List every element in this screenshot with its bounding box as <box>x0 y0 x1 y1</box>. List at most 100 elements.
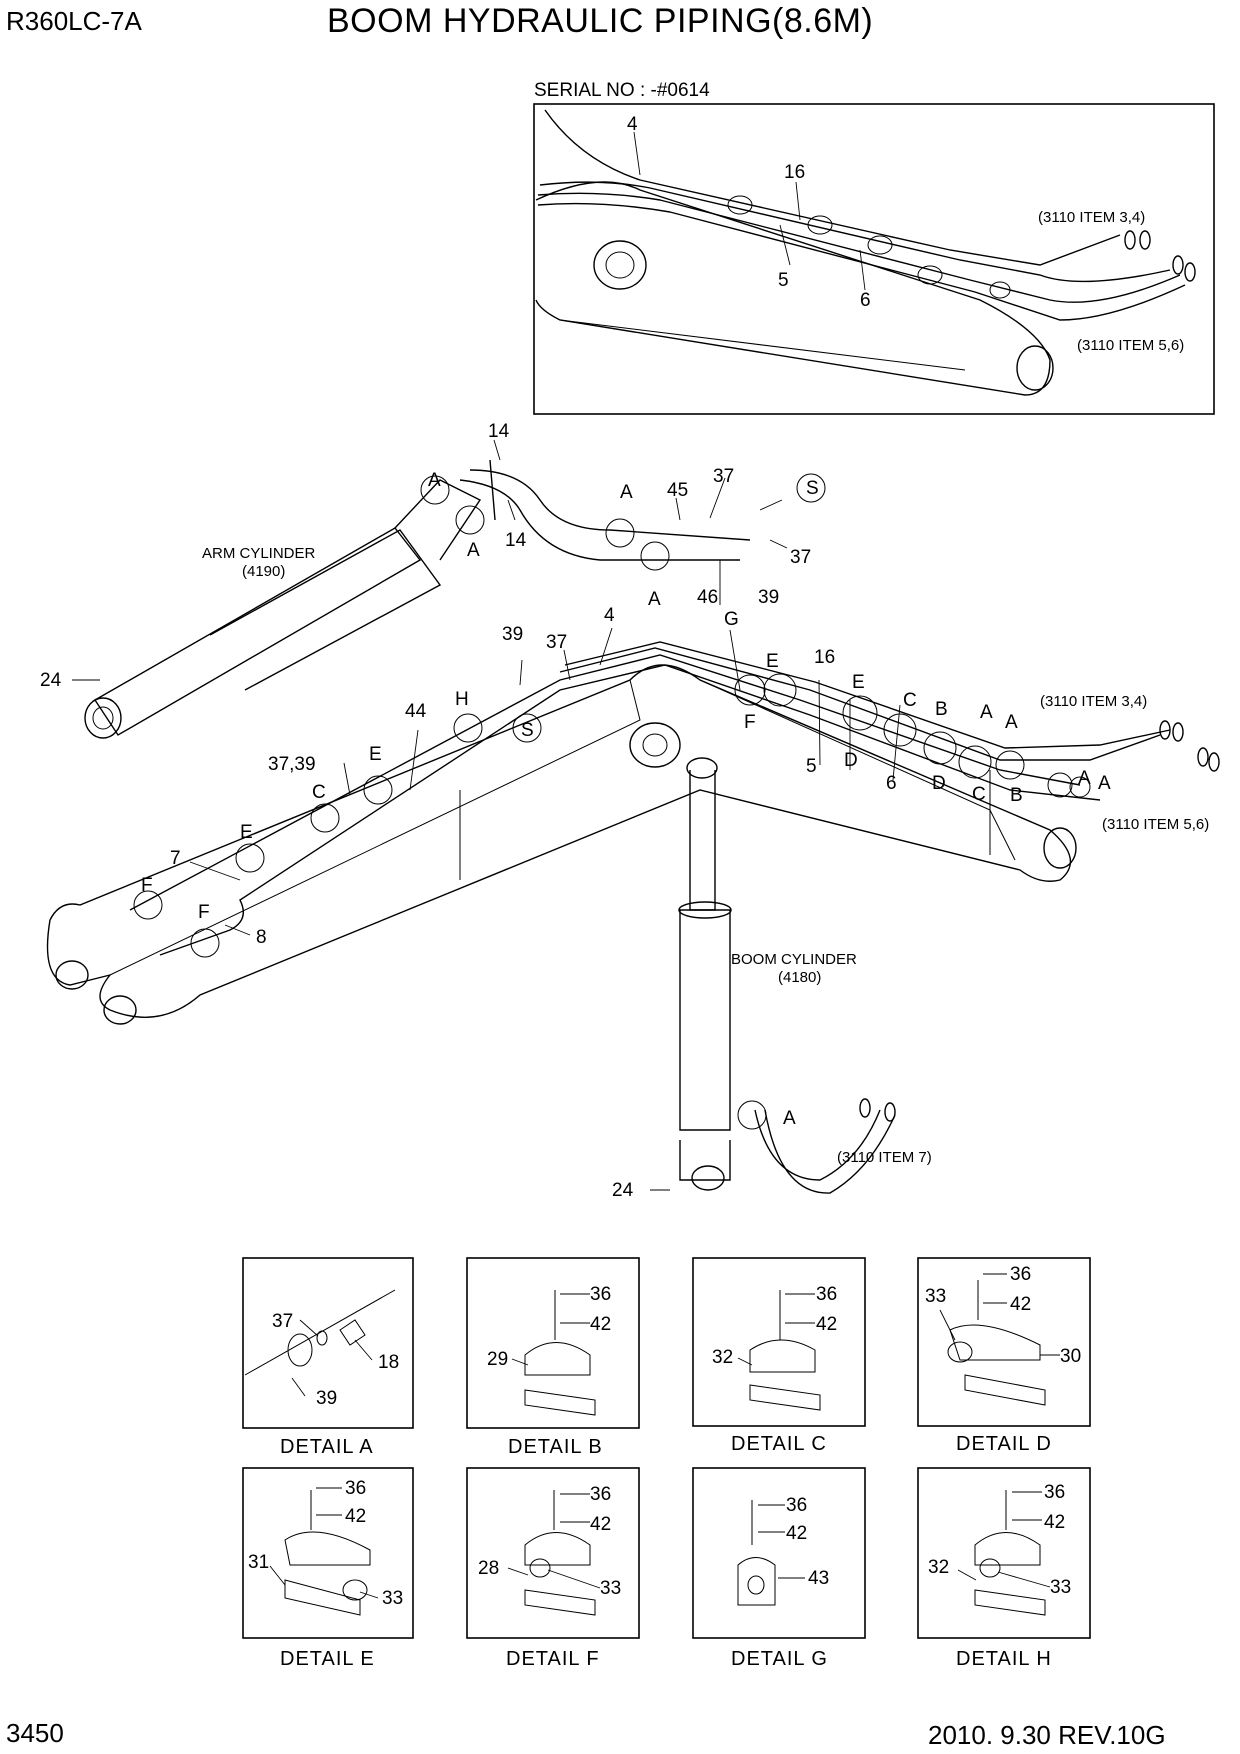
callout-5: 5 <box>806 756 817 777</box>
detail-e-part-31: 31 <box>248 1552 269 1573</box>
callout-d-1: D <box>844 750 858 771</box>
callout-a-8: A <box>1098 773 1111 794</box>
detail-e-part-36: 36 <box>345 1478 366 1499</box>
main-leaders <box>72 439 901 1191</box>
callout-s-2: S <box>521 720 534 741</box>
inset-clamps <box>727 195 1011 299</box>
callout-f-3: F <box>198 902 210 923</box>
detail-d-part-33: 33 <box>925 1286 946 1307</box>
detail-f-part-36: 36 <box>590 1484 611 1505</box>
callout-14-top: 14 <box>488 421 510 442</box>
inset-end-fittings <box>1124 230 1196 282</box>
main-assembly: 14 14 A A A 45 37 S 37 A 46 39 ARM CYLIN… <box>40 421 1220 1201</box>
boom-nose-boss <box>1043 827 1077 869</box>
detail-markers <box>133 473 1091 1130</box>
detail-e-part-42: 42 <box>345 1506 366 1527</box>
callout-37-a: 37 <box>713 466 734 487</box>
detail-g-caption: DETAIL G <box>731 1648 828 1670</box>
inset-ref-item-5-6: (3110 ITEM 5,6) <box>1077 337 1184 354</box>
callout-45: 45 <box>667 480 688 501</box>
boom-cylinder <box>678 757 896 1194</box>
revision-date: 2010. 9.30 REV.10G <box>928 1720 1166 1750</box>
callout-e-1: E <box>766 651 779 672</box>
detail-g: 36 42 43 DETAIL G <box>692 1467 866 1670</box>
inset-callout-4: 4 <box>627 114 638 135</box>
callout-44: 44 <box>405 701 427 722</box>
callout-24-a: 24 <box>40 670 62 691</box>
callout-a-5: A <box>980 702 993 723</box>
detail-h-part-32: 32 <box>928 1557 949 1578</box>
detail-b-part-36: 36 <box>590 1284 611 1305</box>
callout-e-2: E <box>852 672 865 693</box>
inset-callout-16: 16 <box>784 162 805 183</box>
detail-d-caption: DETAIL D <box>956 1433 1052 1455</box>
ref-item-7: (3110 ITEM 7) <box>837 1149 932 1166</box>
inset-view: 4 16 5 6 (3110 ITEM 3,4) (3110 ITEM 5,6) <box>533 103 1215 415</box>
inset-ref-item-3-4: (3110 ITEM 3,4) <box>1038 209 1145 226</box>
detail-a-part-39: 39 <box>316 1388 337 1409</box>
callout-46: 46 <box>697 587 718 608</box>
callout-g: G <box>724 609 739 630</box>
detail-d-part-36: 36 <box>1010 1264 1031 1285</box>
callout-a-4: A <box>648 589 661 610</box>
callout-7: 7 <box>170 848 181 869</box>
callout-h: H <box>455 689 469 710</box>
callout-a-2: A <box>467 540 480 561</box>
detail-b: 36 42 29 DETAIL B <box>466 1257 640 1458</box>
callout-37-c: 37 <box>546 632 567 653</box>
detail-f-caption: DETAIL F <box>506 1648 600 1670</box>
callout-a-3: A <box>620 482 633 503</box>
callout-37-39: 37,39 <box>268 754 316 775</box>
inset-boom-end-boss <box>1016 345 1054 391</box>
callout-24-b: 24 <box>612 1180 634 1201</box>
inset-boom-pin-boss <box>593 240 647 290</box>
detail-e-part-33: 33 <box>382 1588 403 1609</box>
detail-h-caption: DETAIL H <box>956 1648 1052 1670</box>
callout-c-3: C <box>312 782 326 803</box>
model-number: R360LC-7A <box>6 6 142 36</box>
detail-a: 37 18 39 DETAIL A <box>242 1257 414 1458</box>
detail-e-caption: DETAIL E <box>280 1648 375 1670</box>
callout-b-1: B <box>935 699 948 720</box>
detail-c-part-32: 32 <box>712 1347 733 1368</box>
inset-frame <box>533 103 1215 415</box>
arm-cylinder-label: ARM CYLINDER <box>202 545 316 562</box>
main-end-fittings <box>859 720 1220 1122</box>
callout-37-b: 37 <box>790 547 811 568</box>
callout-16: 16 <box>814 647 835 668</box>
callout-a-7: A <box>1078 768 1091 789</box>
callout-14-side: 14 <box>505 530 527 551</box>
detail-f-part-28: 28 <box>478 1558 499 1579</box>
callout-b-2: B <box>1010 785 1023 806</box>
callout-6: 6 <box>886 773 897 794</box>
detail-c-caption: DETAIL C <box>731 1433 827 1455</box>
callout-c-1: C <box>903 690 917 711</box>
detail-a-caption: DETAIL A <box>280 1436 374 1458</box>
callout-e-3: E <box>369 744 382 765</box>
detail-g-part-43: 43 <box>808 1568 829 1589</box>
detail-h-part-36: 36 <box>1044 1482 1065 1503</box>
callout-39-a: 39 <box>758 587 779 608</box>
detail-h: 36 42 32 33 DETAIL H <box>917 1467 1091 1670</box>
callout-f-2: F <box>141 875 153 896</box>
detail-b-part-29: 29 <box>487 1349 508 1370</box>
callout-a-1: A <box>428 470 441 491</box>
detail-a-part-37: 37 <box>272 1311 293 1332</box>
page-number: 3450 <box>6 1718 64 1748</box>
inset-callout-5: 5 <box>778 270 789 291</box>
detail-g-part-36: 36 <box>786 1495 807 1516</box>
detail-h-part-42: 42 <box>1044 1512 1065 1533</box>
arm-cylinder-ref: (4190) <box>242 563 285 580</box>
detail-d-part-30: 30 <box>1060 1346 1081 1367</box>
detail-g-part-42: 42 <box>786 1523 807 1544</box>
ref-item-3-4: (3110 ITEM 3,4) <box>1040 693 1147 710</box>
boom-foot-pin-boss <box>629 722 681 768</box>
ref-item-5-6: (3110 ITEM 5,6) <box>1102 816 1209 833</box>
details-grid: 37 18 39 DETAIL A 36 42 29 DETAIL B <box>242 1257 1091 1670</box>
detail-b-part-42: 42 <box>590 1314 611 1335</box>
page-title: BOOM HYDRAULIC PIPING(8.6M) <box>327 2 874 40</box>
callout-4: 4 <box>604 605 615 626</box>
callout-d-2: D <box>932 773 946 794</box>
boom-cylinder-label: BOOM CYLINDER <box>731 951 857 968</box>
